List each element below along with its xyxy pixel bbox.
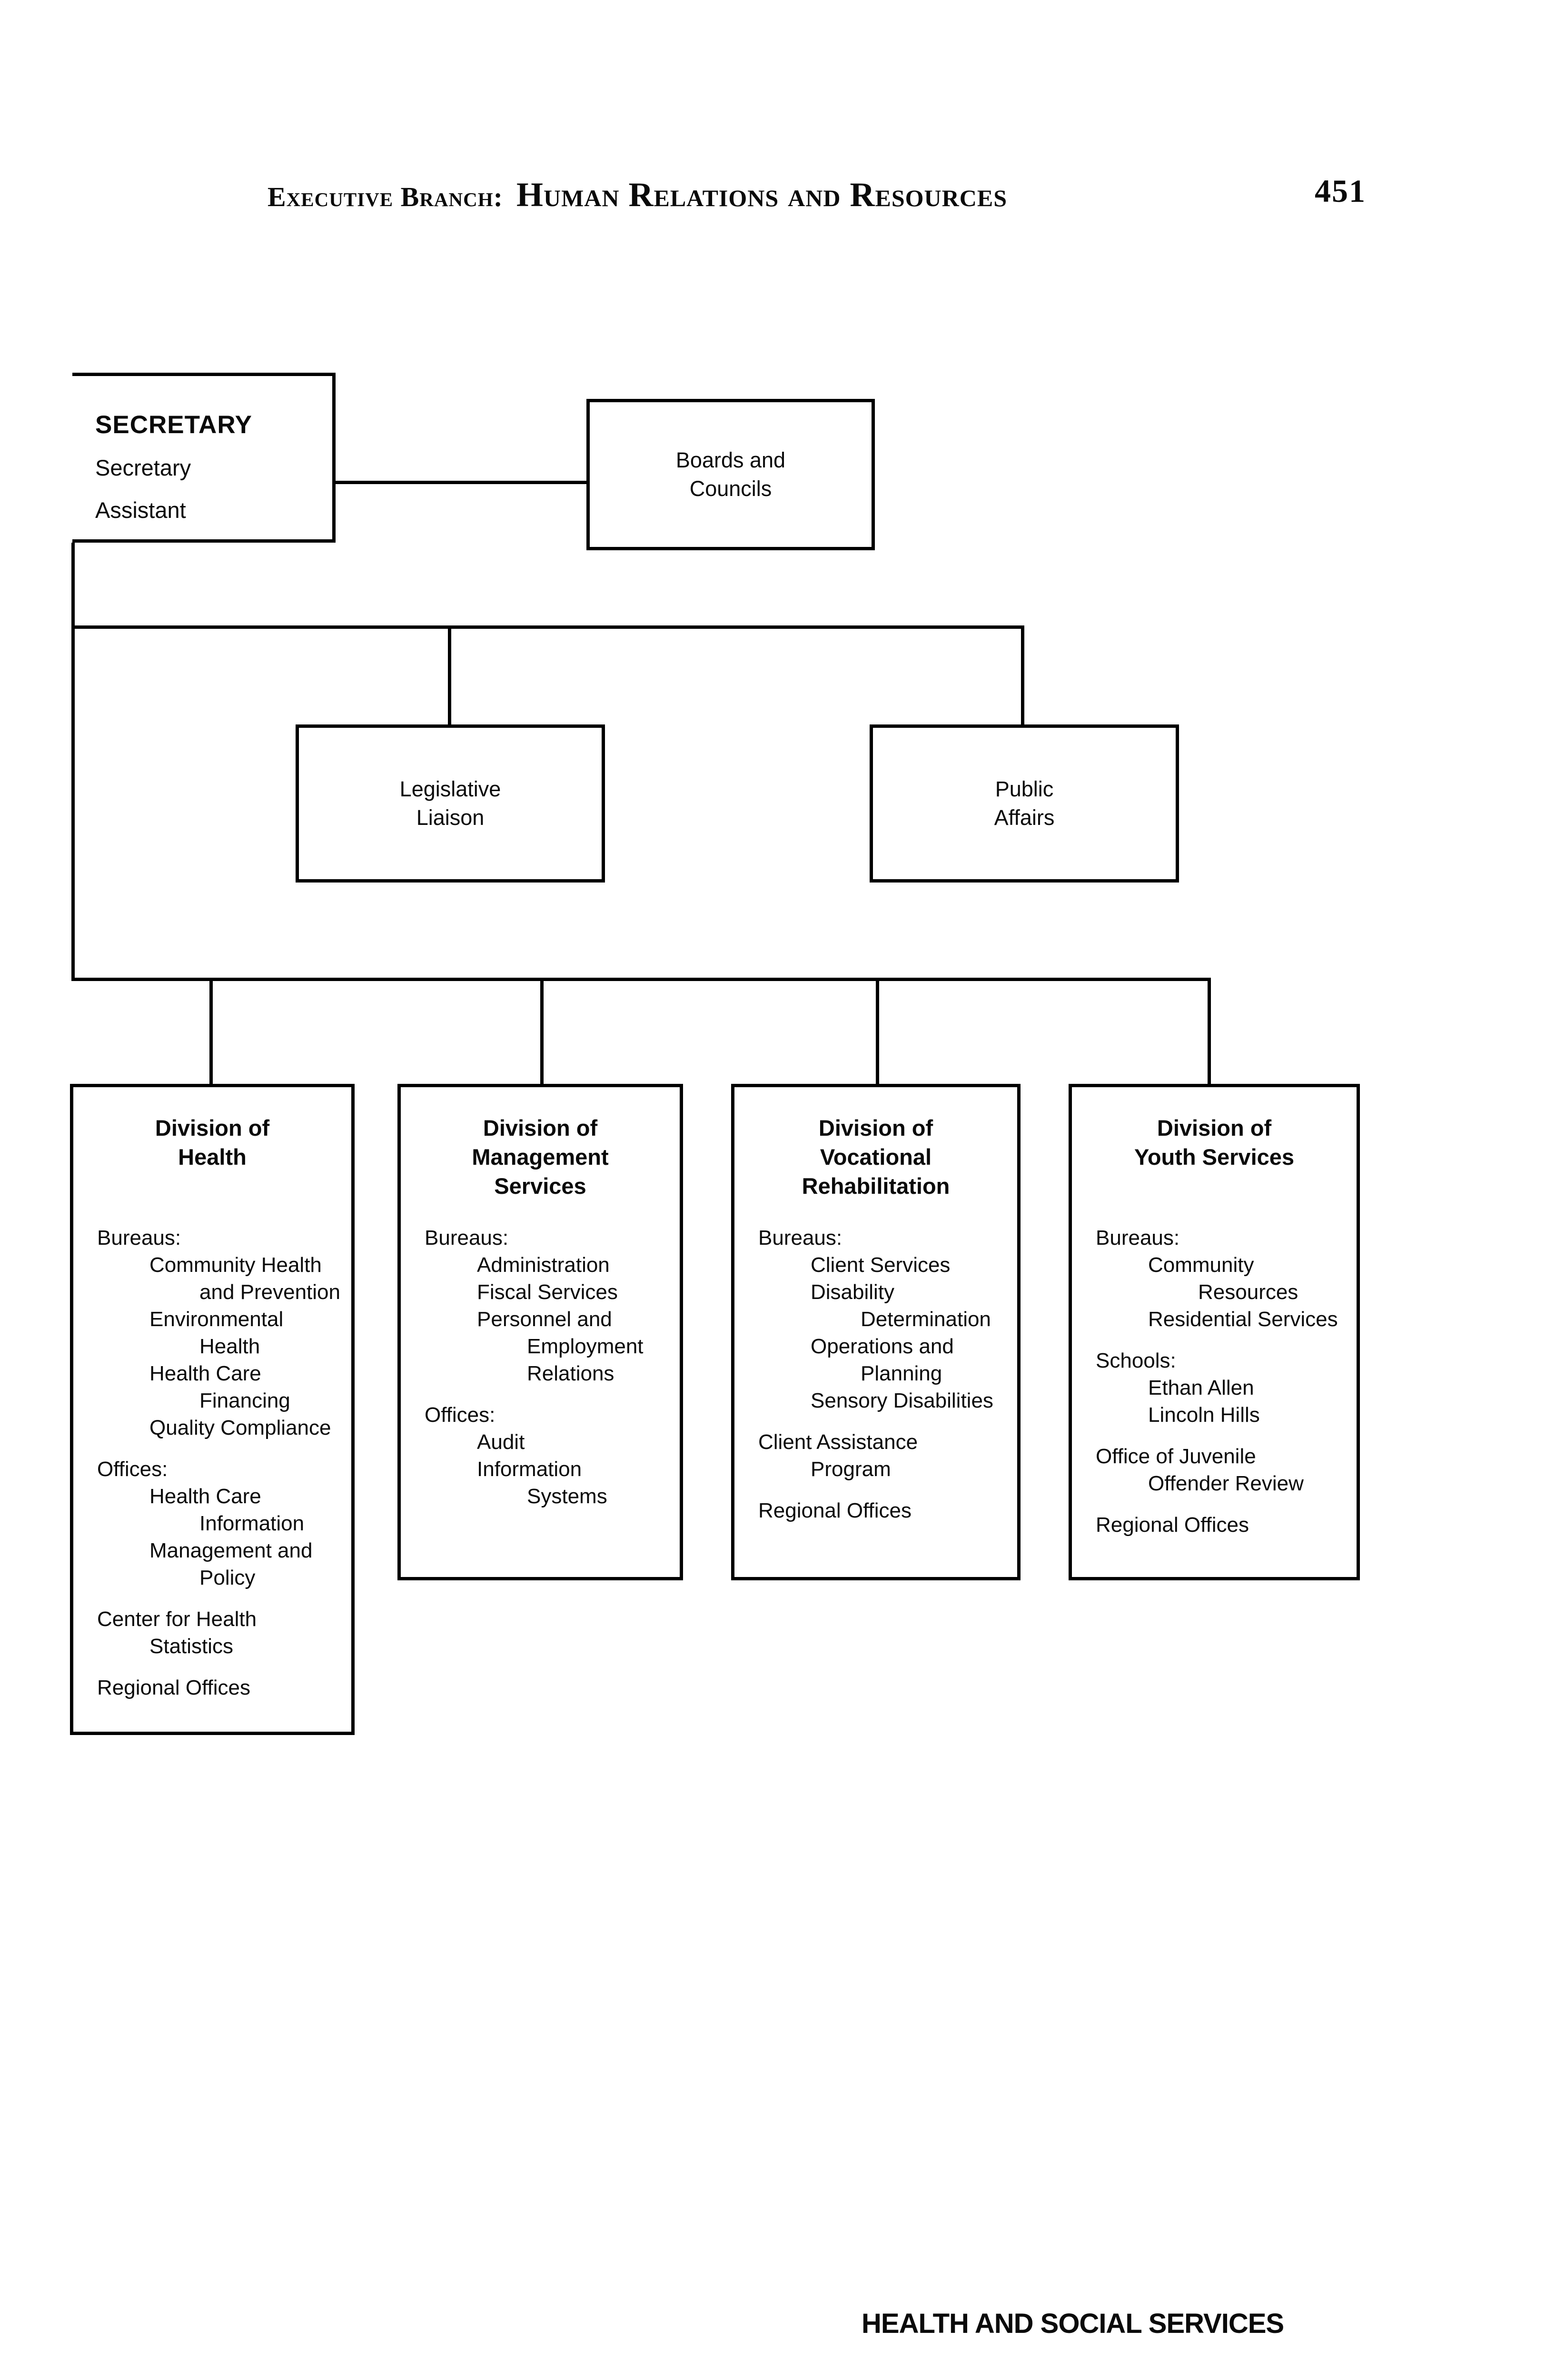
org-unit-label: Office of Juvenile [1096,1445,1256,1468]
org-unit-label: and Prevention [199,1280,340,1304]
org-unit-label: Systems [527,1485,607,1508]
division-box-health: Division of Health Bureaus: Community Heal… [70,1084,355,1735]
org-unit-label: Planning [861,1362,942,1385]
header-section-label: Executive Branch: [268,181,503,212]
page-header: Executive Branch: Human Relations and Res… [268,175,1007,215]
text-line: Public [995,777,1054,801]
org-unit-label: Fiscal Services [477,1280,618,1304]
org-unit-label: Bureaus: [425,1226,509,1250]
connector-rail-staff-offices [71,625,1024,629]
org-unit-label: Determination [861,1308,991,1331]
org-unit-label: Health [199,1335,260,1358]
org-unit-label: Assistant [95,497,186,523]
org-unit-label: Program [811,1458,891,1481]
text-line: Division of [818,1115,933,1140]
org-unit-label: Disability [811,1280,895,1304]
connector-drop-management [540,981,544,1085]
connector-drop-vocational [876,981,879,1085]
division-title: Division of Health [73,1113,351,1171]
org-unit-label: Offices: [97,1458,168,1481]
org-unit-label: Operations and [811,1335,954,1358]
secretary-box: SECRETARY Secretary Assistant [72,373,336,543]
org-unit-label: Regional Offices [97,1676,251,1699]
org-unit-label: Center for Health [97,1607,257,1631]
text-line: Youth Services [1134,1144,1295,1170]
org-unit-label: Policy [199,1566,256,1589]
org-unit-label: Statistics [149,1635,234,1658]
connector-drop-public-affairs [1021,629,1024,727]
org-unit-label: Ethan Allen [1148,1376,1254,1399]
org-unit-label: Bureaus: [97,1226,181,1250]
org-unit-label: Regional Offices [758,1499,912,1522]
org-unit-label: Secretary [95,455,191,480]
org-unit-label: Regional Offices [1096,1513,1249,1537]
text-line: Division of [155,1115,270,1140]
org-unit-label: Relations [527,1362,614,1385]
org-unit-label: Personnel and [477,1308,612,1331]
text-line: Vocational [820,1144,932,1170]
org-unit-label: Employment [527,1335,644,1358]
division-box-youth-services: Division of Youth Services Bureaus: Commun… [1069,1084,1360,1580]
text-line: Boards and [675,448,786,472]
chapter-footer-label: HEALTH AND SOCIAL SERVICES [862,2308,1284,2339]
text-line: Liaison [416,805,485,830]
text-line: Health [178,1144,247,1170]
connector-left-spine [71,543,75,981]
org-unit-label: Client Assistance [758,1430,918,1454]
org-unit-label: Lincoln Hills [1148,1403,1260,1427]
org-unit-label: Management and [149,1539,313,1562]
org-unit-label: Offices: [425,1403,496,1427]
org-unit-label: Bureaus: [758,1226,842,1250]
text-line: Affairs [994,805,1055,830]
org-unit-label: Community [1148,1253,1254,1277]
header-chapter-title: Human Relations and Resources [516,176,1008,214]
text-line: Services [494,1173,586,1199]
org-unit-label: Schools: [1096,1349,1176,1372]
org-unit-label: Audit [477,1430,525,1454]
org-unit-label: Quality Compliance [149,1416,331,1439]
org-unit-label: Financing [199,1389,290,1412]
connector-drop-youth [1208,981,1211,1085]
org-unit-label: Environmental [149,1308,284,1331]
division-title: Division of Youth Services [1072,1113,1357,1171]
secretary-title: SECRETARY [95,411,252,439]
org-unit-label: Offender Review [1148,1472,1304,1495]
text-line: Councils [689,476,772,501]
text-line: Division of [483,1115,598,1140]
org-unit-label: Health Care [149,1485,261,1508]
page-number: 451 [1315,173,1366,209]
org-unit-label: Bureaus: [1096,1226,1180,1250]
text-line: Rehabilitation [802,1173,950,1199]
connector-drop-health [209,981,213,1085]
org-unit-label: Community Health [149,1253,322,1277]
connector-rail-divisions [71,978,1211,981]
org-unit-label: Information [477,1458,582,1481]
org-unit-label: Client Services [811,1253,951,1277]
org-unit-label: Resources [1198,1280,1298,1304]
text-line: Division of [1157,1115,1272,1140]
org-unit-label: Sensory Disabilities [811,1389,993,1412]
org-unit-label: Information [199,1512,305,1535]
text-line: Management [472,1144,609,1170]
org-unit-label: Residential Services [1148,1308,1338,1331]
connector-secretary-to-boards [336,481,586,484]
connector-drop-legislative [448,629,451,727]
org-unit-label: Administration [477,1253,610,1277]
text-line: Legislative [399,777,501,801]
org-unit-label: Health Care [149,1362,261,1385]
